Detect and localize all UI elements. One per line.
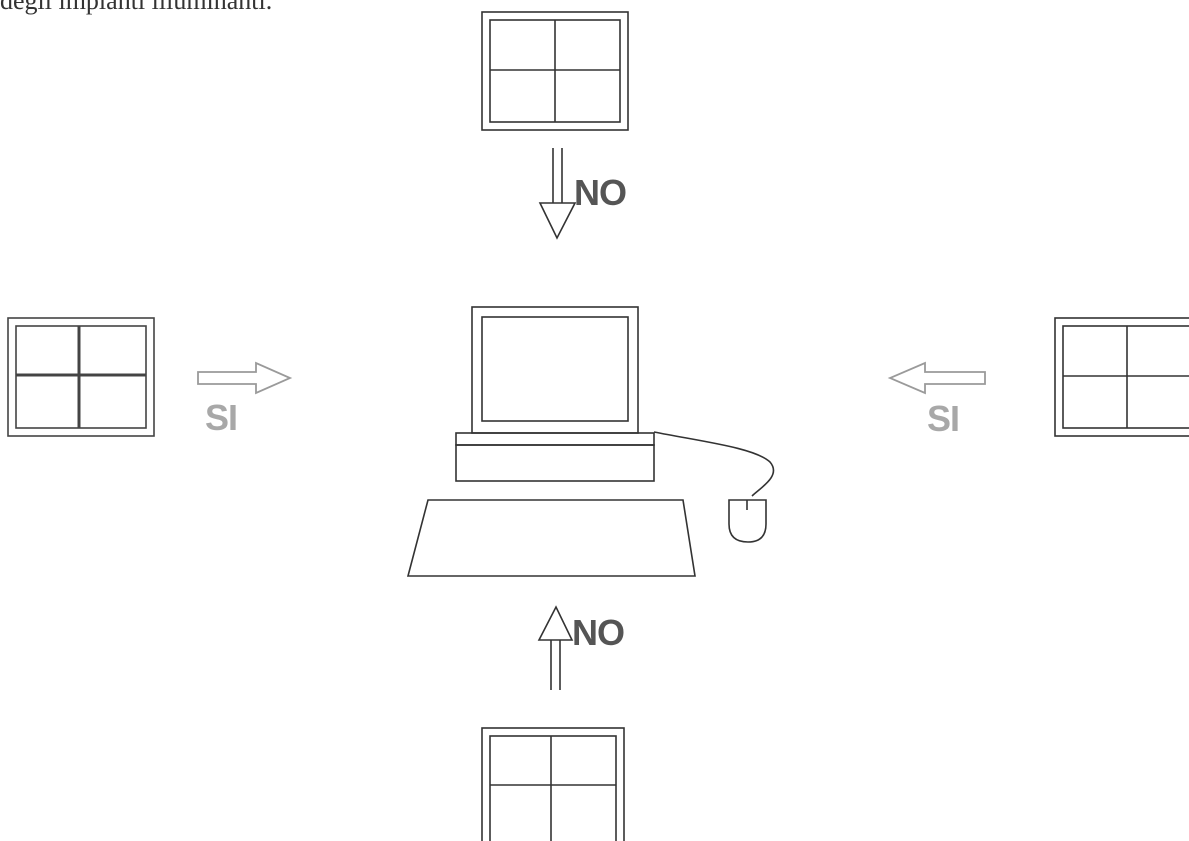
arrow-down-icon <box>540 148 575 238</box>
monitor <box>472 307 638 433</box>
arrow-up-icon <box>539 607 572 690</box>
mouse-cable <box>654 432 774 496</box>
computer <box>408 307 774 576</box>
label-no-bottom: NO <box>572 612 624 654</box>
label-si-right: SI <box>927 398 959 440</box>
arrow-right-icon <box>198 363 290 393</box>
window-left <box>8 318 154 436</box>
window-bottom <box>482 728 624 841</box>
label-no-top: NO <box>574 172 626 214</box>
label-si-left: SI <box>205 397 237 439</box>
computer-base <box>456 433 654 481</box>
window-right <box>1055 318 1189 436</box>
keyboard <box>408 500 695 576</box>
window-top <box>482 12 628 130</box>
arrow-left-icon <box>890 363 985 393</box>
